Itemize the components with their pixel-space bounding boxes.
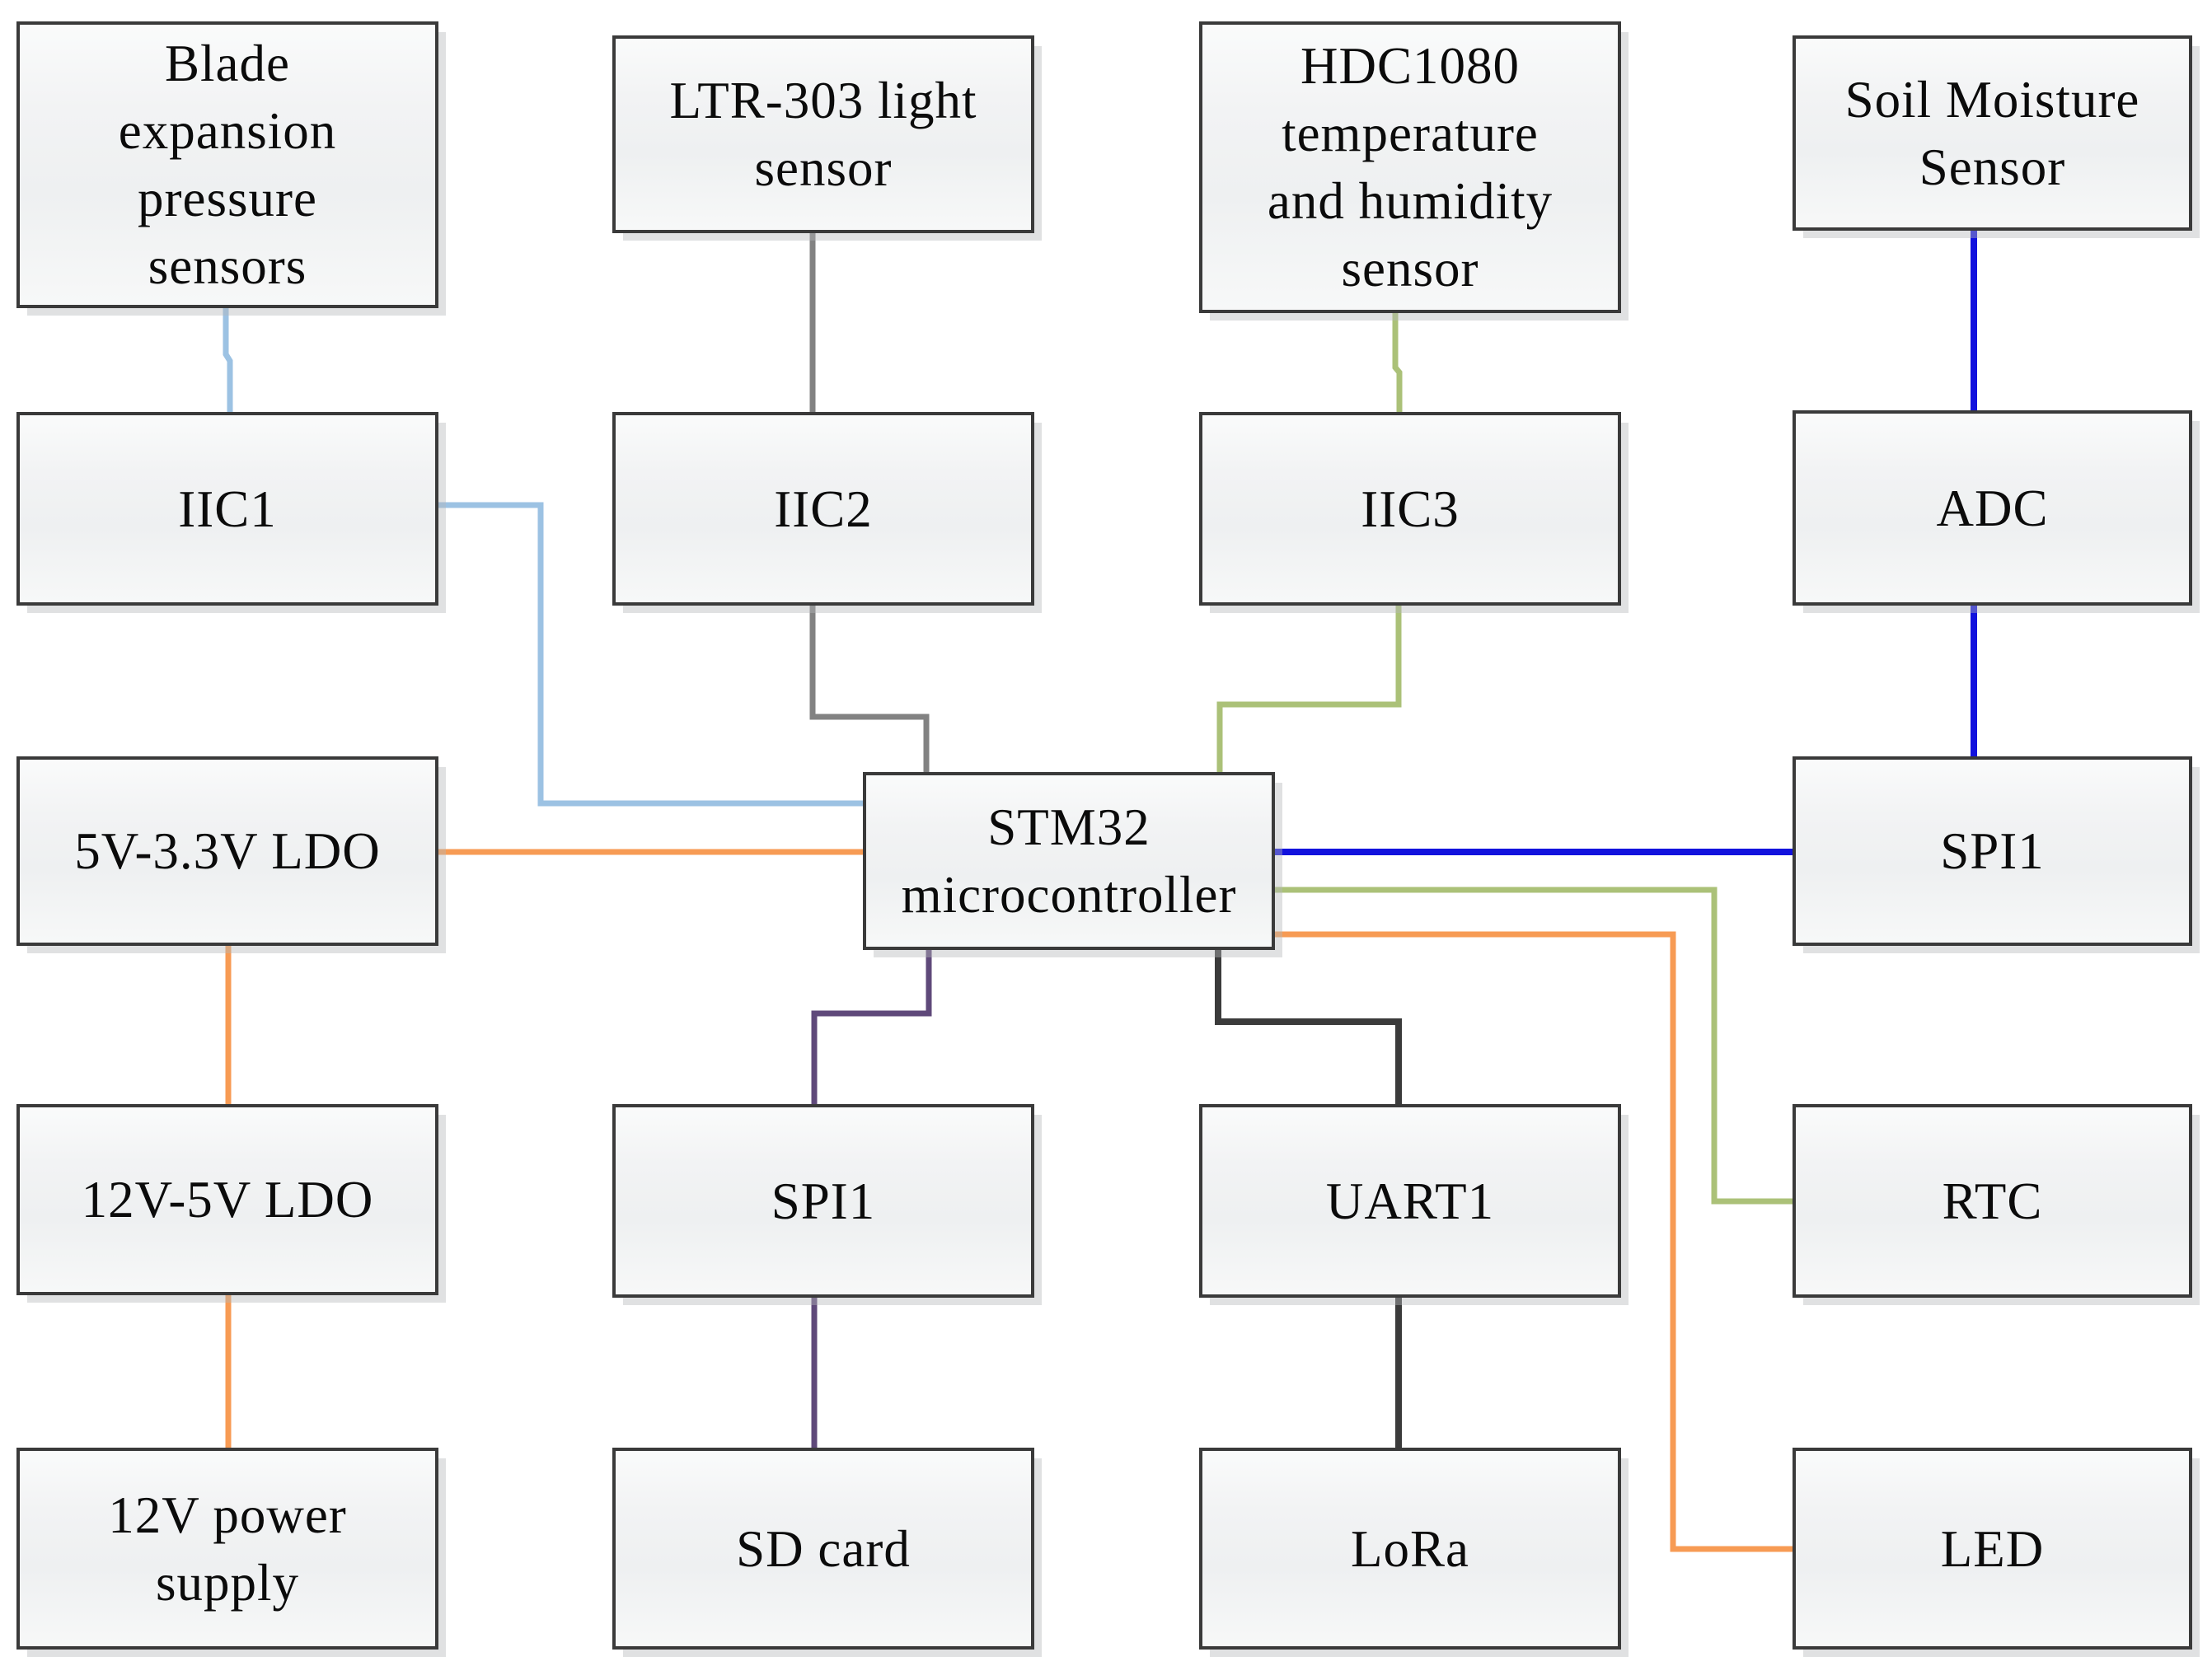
box-label-line: microcontroller — [901, 866, 1237, 924]
diagram-box-iic1: IIC1 — [16, 412, 438, 606]
box-label-line: sensors — [148, 237, 307, 295]
box-label-line: LED — [1940, 1519, 2045, 1578]
box-label-line: HDC1080 — [1300, 37, 1520, 95]
connector-stm32-to-led — [1275, 931, 1793, 1552]
connector-iic1-to-stm32 — [438, 502, 863, 807]
box-label-line: 12V power — [108, 1486, 347, 1544]
diagram-box-stm32-microcontroller: STM32 microcontroller — [863, 772, 1275, 950]
box-label-line: IIC2 — [774, 480, 873, 538]
diagram-box-ldo-5v-3v3: 5V-3.3V LDO — [16, 756, 438, 946]
box-label-line: supply — [155, 1553, 299, 1612]
connector-blade-to-iic1 — [223, 308, 233, 412]
diagram-box-sd-card: SD card — [612, 1448, 1034, 1650]
connector-hdc-to-iic3 — [1392, 313, 1403, 412]
box-label: STM32 microcontroller — [902, 793, 1237, 929]
diagram-box-iic2: IIC2 — [612, 412, 1034, 606]
box-label-line: IIC3 — [1361, 480, 1460, 538]
connector-stm32-to-rtc — [1275, 887, 1793, 1205]
box-label: ADC — [1936, 475, 2048, 542]
box-label-line: and humidity — [1267, 172, 1554, 230]
box-label-line: Blade — [165, 35, 290, 92]
box-label: UART1 — [1326, 1168, 1494, 1235]
box-label: LoRa — [1351, 1515, 1469, 1583]
diagram-box-ltr-303-light-sensor: LTR-303 light sensor — [612, 35, 1034, 233]
diagram-box-iic3: IIC3 — [1199, 412, 1621, 606]
box-label: SD card — [736, 1515, 911, 1583]
box-label: IIC2 — [774, 475, 872, 543]
diagram-box-spi1-right: SPI1 — [1793, 756, 2192, 946]
diagram-box-spi1-bottom: SPI1 — [612, 1104, 1034, 1298]
diagram-box-12v-power-supply: 12V power supply — [16, 1448, 438, 1650]
diagram-box-ldo-12v-5v: 12V-5V LDO — [16, 1104, 438, 1295]
box-label-line: Sensor — [1919, 138, 2066, 196]
box-label-line: expansion — [118, 102, 337, 160]
box-label-line: sensor — [1341, 240, 1479, 297]
box-label: SPI1 — [771, 1168, 876, 1235]
box-label: HDC1080 temperature and humidity sensor — [1268, 32, 1553, 302]
box-label: LTR-303 light sensor — [670, 67, 977, 202]
box-label: LED — [1941, 1515, 2044, 1583]
box-label: Blade expansion pressure sensors — [119, 30, 336, 300]
box-label: SPI1 — [1940, 817, 2045, 885]
diagram-box-lora: LoRa — [1199, 1448, 1621, 1650]
box-label-line: pressure — [138, 170, 317, 227]
box-label: 12V-5V LDO — [82, 1166, 374, 1233]
box-label-line: IIC1 — [178, 480, 277, 538]
box-label-line: STM32 — [987, 798, 1151, 856]
box-label-line: 5V-3.3V LDO — [74, 822, 381, 880]
box-label-line: sensor — [754, 139, 893, 197]
box-label-line: SPI1 — [1940, 822, 2045, 880]
diagram-box-uart1: UART1 — [1199, 1104, 1621, 1298]
diagram-box-blade-expansion-pressure-sensors: Blade expansion pressure sensors — [16, 21, 438, 308]
box-label-line: 12V-5V LDO — [81, 1171, 374, 1228]
box-label-line: ADC — [1936, 479, 2049, 537]
diagram-box-led: LED — [1793, 1448, 2192, 1650]
connector-iic3-to-stm32 — [1216, 606, 1402, 772]
box-label: 12V power supply — [108, 1481, 347, 1617]
box-label: 5V-3.3V LDO — [74, 817, 381, 885]
diagram-box-rtc: RTC — [1793, 1104, 2192, 1298]
connector-stm32-to-spi1-bottom — [811, 950, 932, 1104]
diagram-box-adc: ADC — [1793, 410, 2192, 606]
box-label-line: UART1 — [1325, 1172, 1495, 1230]
diagram-box-hdc1080-temperature-humidity-sensor: HDC1080 temperature and humidity sensor — [1199, 21, 1621, 313]
box-label: RTC — [1943, 1168, 2043, 1235]
connector-iic2-to-stm32 — [809, 606, 930, 772]
box-label-line: SPI1 — [771, 1172, 876, 1230]
connector-stm32-to-uart1 — [1215, 950, 1402, 1104]
box-label-line: LoRa — [1351, 1519, 1469, 1578]
box-label-line: temperature — [1282, 105, 1539, 162]
box-label-line: RTC — [1942, 1172, 2043, 1230]
box-label-line: SD card — [736, 1519, 911, 1578]
box-label: IIC3 — [1361, 475, 1459, 543]
box-label-line: Soil Moisture — [1844, 70, 2140, 129]
box-label: IIC1 — [178, 475, 276, 543]
box-label-line: LTR-303 light — [669, 72, 977, 129]
